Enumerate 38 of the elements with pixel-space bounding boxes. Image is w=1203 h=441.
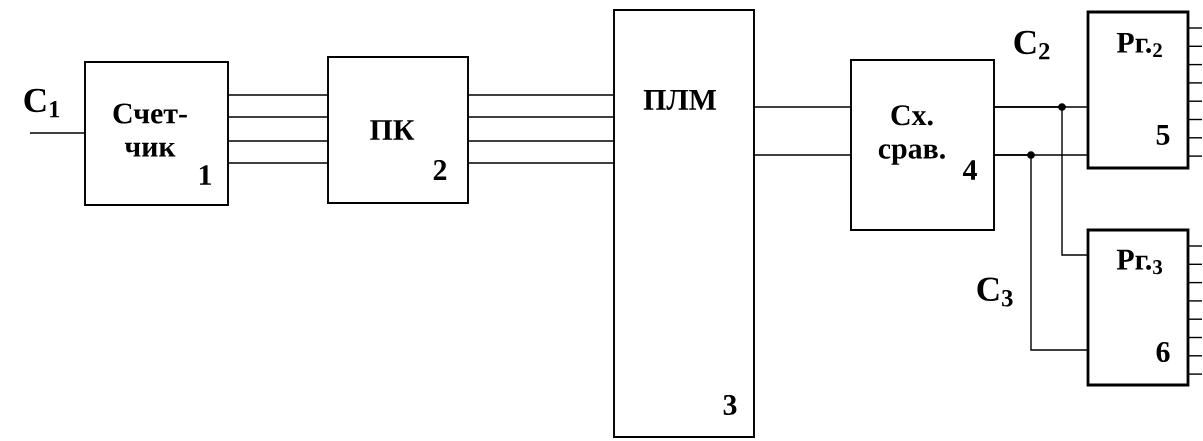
block-box: Сх. срав. 4 xyxy=(850,59,995,231)
block-box: ПК 2 xyxy=(327,56,469,204)
signal-line xyxy=(993,154,1089,351)
block-box: ПЛМ 3 xyxy=(613,9,755,438)
block-box: Рг.$_{3}$ 6 xyxy=(1086,228,1190,387)
output-pin xyxy=(1187,281,1203,284)
output-pin xyxy=(1187,245,1203,247)
output-pin xyxy=(1187,373,1203,375)
output-pin xyxy=(1187,63,1203,66)
output-pin xyxy=(1187,355,1203,357)
signal-line xyxy=(467,116,615,118)
signal-line xyxy=(753,106,852,108)
output-pin xyxy=(1187,263,1203,265)
output-pin xyxy=(1187,45,1203,47)
signal-line xyxy=(753,154,852,156)
output-pin xyxy=(1187,155,1203,157)
signal-name: С$_{1}$ xyxy=(24,88,60,118)
signal-line xyxy=(227,116,329,118)
signal-line xyxy=(467,94,615,96)
signal-line xyxy=(227,162,329,164)
signal-name: С$_{3}$ xyxy=(977,277,1013,307)
output-pin xyxy=(1187,118,1203,121)
output-pin xyxy=(1187,82,1203,84)
signal-line xyxy=(993,106,1089,256)
output-pin xyxy=(1187,318,1203,320)
output-pin xyxy=(1187,27,1203,29)
signal-line xyxy=(227,94,329,96)
signal-line xyxy=(467,162,615,164)
input-line xyxy=(29,132,86,134)
output-pin xyxy=(1187,300,1203,302)
output-pin xyxy=(1187,137,1203,139)
signal-line xyxy=(227,140,329,142)
output-pin xyxy=(1187,100,1203,102)
signal-line xyxy=(467,140,615,142)
output-pin xyxy=(1187,336,1203,339)
signal-name: С$_{2}$ xyxy=(1014,30,1050,60)
block-box: Рг.$_{2}$ 5 xyxy=(1086,10,1190,170)
block-box: Счет- чик 1 xyxy=(84,61,229,206)
